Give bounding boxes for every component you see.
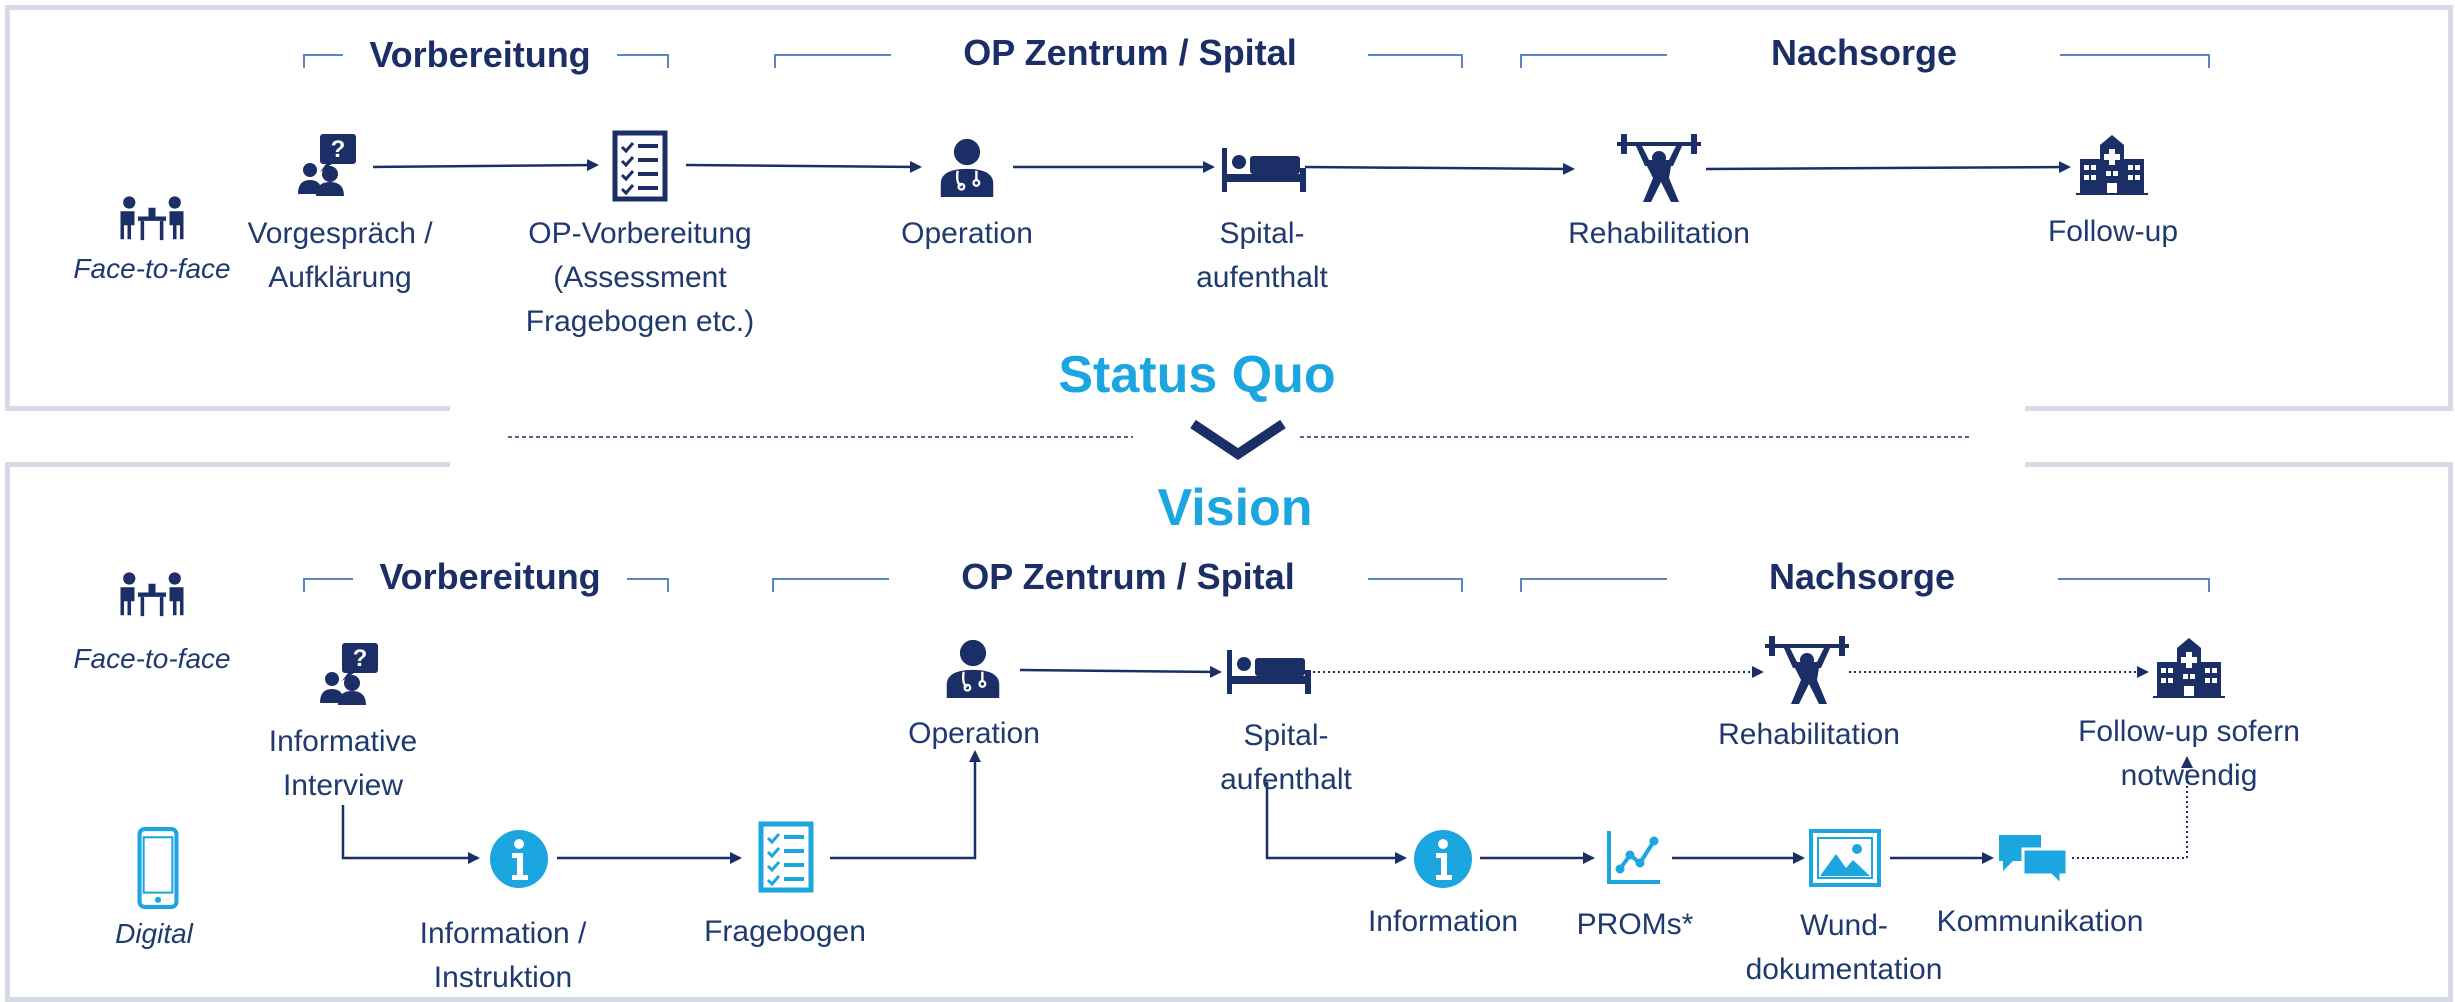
panel-gap-mask [450, 395, 2025, 487]
sq-op-bracket-right [1368, 54, 1463, 68]
consultation-icon [318, 641, 382, 705]
sq-step-operation: Operation [901, 217, 1033, 250]
v-step-operation: Operation [908, 717, 1040, 750]
chat-bubbles-icon [1997, 833, 2069, 889]
v-phase-op: OP Zentrum / Spital [961, 556, 1295, 597]
sq-phase-after: Nachsorge [1770, 32, 1958, 73]
hospital-building-icon [2076, 135, 2148, 195]
chevron-down-icon [1190, 419, 1286, 461]
meeting-icon [117, 571, 187, 621]
v-step-information: Information [1367, 905, 1519, 938]
info-icon [1413, 829, 1473, 889]
v-op-bracket-right [1368, 578, 1463, 592]
sq-prep-bracket-right [617, 54, 669, 68]
sq-step-vorgespraech: Vorgespräch / Aufklärung [247, 217, 433, 294]
sq-after-bracket-right [2060, 54, 2210, 68]
v-prep-bracket-right [627, 578, 669, 592]
sq-step-followup: Follow-up [2047, 215, 2179, 248]
status-quo-title: Status Quo [1058, 346, 1336, 404]
weightlifter-icon [1765, 636, 1849, 706]
smartphone-icon [137, 827, 179, 909]
hospital-building-icon [2153, 638, 2225, 698]
sq-step-op-vorbereitung: OP-Vorbereitung (Assessment Fragebogen e… [525, 217, 755, 338]
checklist-icon [612, 130, 668, 202]
v-op-bracket-left [772, 578, 889, 592]
hospital-bed-icon [1227, 650, 1311, 694]
v-step-wund: Wund- dokumentation [1745, 909, 1943, 986]
checklist-icon [758, 821, 814, 893]
sq-phase-prep: Vorbereitung [369, 34, 591, 75]
meeting-icon [117, 195, 187, 245]
v-step-proms: PROMs* [1576, 908, 1694, 941]
v-phase-after: Nachsorge [1768, 556, 1956, 597]
v-side-label-face: Face-to-face [73, 643, 231, 674]
v-prep-bracket-left [303, 578, 353, 592]
sq-prep-bracket-left [303, 54, 343, 68]
sq-step-spital: Spital- aufenthalt [1196, 217, 1328, 294]
v-phase-prep: Vorbereitung [379, 556, 601, 597]
v-step-information-instruktion: Information / Instruktion [419, 917, 587, 994]
sq-phase-op: OP Zentrum / Spital [963, 32, 1297, 73]
v-step-spital: Spital- aufenthalt [1220, 719, 1352, 796]
vision-title: Vision [1157, 479, 1313, 537]
consultation-icon [296, 132, 360, 196]
line-chart-icon [1606, 829, 1662, 885]
weightlifter-icon [1617, 134, 1701, 204]
v-step-interview: Informative Interview [268, 725, 418, 802]
hospital-bed-icon [1222, 148, 1306, 192]
info-icon [489, 829, 549, 889]
sq-op-bracket-left [774, 54, 891, 68]
v-after-bracket-right [2058, 578, 2210, 592]
sq-side-label: Face-to-face [73, 253, 231, 284]
v-step-fragebogen: Fragebogen [704, 915, 866, 948]
v-step-rehabilitation: Rehabilitation [1718, 718, 1900, 751]
doctor-icon [937, 136, 997, 198]
doctor-icon [943, 637, 1003, 699]
v-step-followup: Follow-up sofern notwendig [2078, 715, 2300, 792]
image-icon [1809, 829, 1881, 887]
sq-step-rehabilitation: Rehabilitation [1568, 217, 1750, 250]
v-after-bracket-left [1520, 578, 1667, 592]
sq-after-bracket-left [1520, 54, 1667, 68]
v-side-label-digital: Digital [115, 918, 193, 949]
v-step-kommunikation: Kommunikation [1936, 905, 2144, 938]
